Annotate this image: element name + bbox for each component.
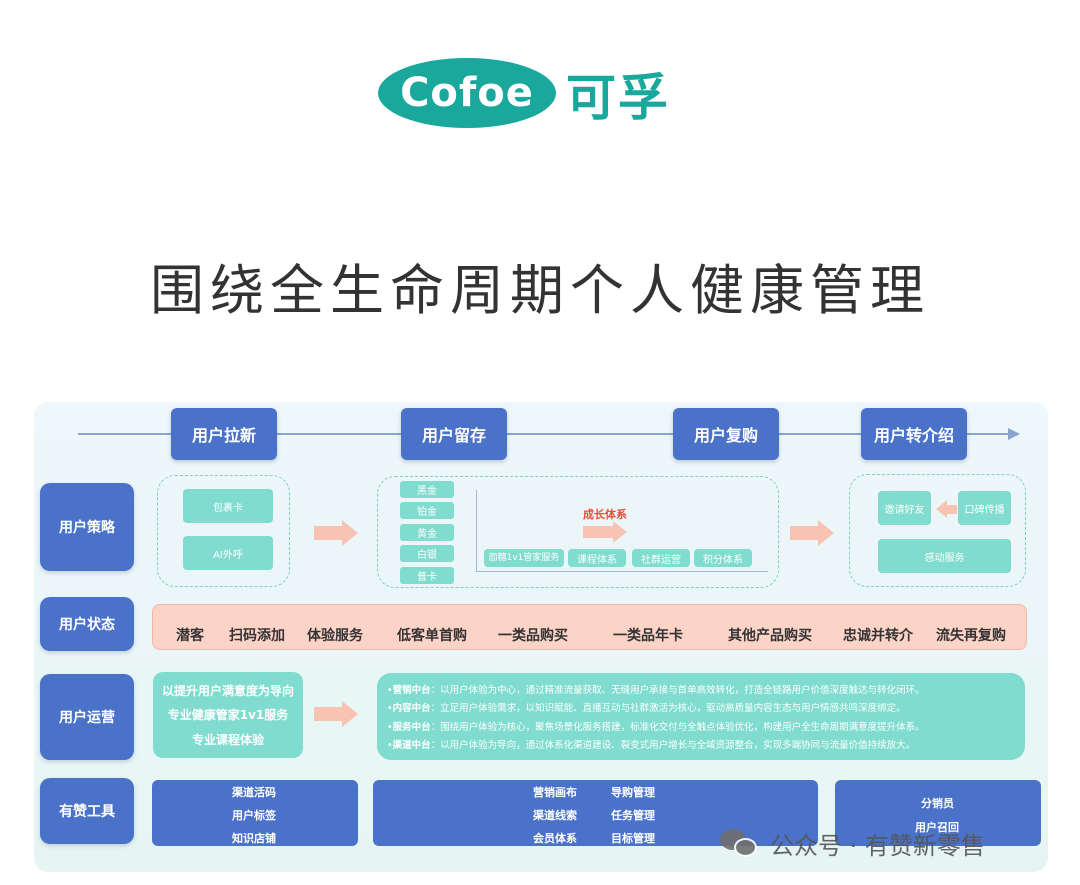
tool-item: 渠道活码 — [232, 786, 276, 799]
growth-arrow-icon — [583, 521, 627, 543]
touching-service-box: 感动服务 — [878, 539, 1011, 573]
acquisition-group — [157, 475, 290, 587]
ops-detail-line: •服务中台：围绕用户体验为核心，聚焦场景化服务搭建，标准化交付与全触点体验优化，… — [387, 721, 925, 733]
operations-details: •营销中台：以用户体验为中心，通过精准流量获取、无缝用户承接与首单高效转化，打造… — [377, 673, 1025, 760]
logo-text-cn: 可孚 — [566, 69, 670, 127]
flow-arrow-icon — [314, 520, 358, 546]
status-item: 潜客 — [176, 628, 204, 644]
status-item: 体验服务 — [307, 628, 363, 644]
tool-item: 会员体系 — [533, 832, 577, 845]
row-label-tools: 有赞工具 — [40, 778, 134, 844]
tools-box-left: 渠道活码 用户标签 知识店铺 — [152, 780, 358, 846]
timeline-arrow-icon — [1008, 428, 1020, 440]
referral-arrow-icon — [936, 500, 957, 518]
tier-gold: 黄金 — [400, 524, 454, 541]
tools-box-right: 分销员 用户召回 — [835, 780, 1041, 846]
service-community: 社群运营 — [632, 549, 690, 567]
tier-platinum: 铂金 — [400, 502, 454, 519]
status-item: 一类品购买 — [498, 628, 568, 644]
row-label-status: 用户状态 — [40, 597, 134, 651]
stage-repurchase: 用户复购 — [673, 408, 779, 460]
word-of-mouth-box: 口碑传播 — [958, 491, 1011, 525]
ops-detail-line: •内容中台：立足用户体验需求，以知识赋能、直播互动与社群激活为核心，驱动高质量内… — [387, 703, 906, 715]
status-bar — [152, 604, 1027, 650]
retention-group — [377, 476, 779, 588]
logo-badge: Cofoe — [378, 58, 556, 128]
tool-item: 任务管理 — [611, 809, 655, 822]
tool-item: 知识店铺 — [232, 832, 276, 845]
ops-left-line: 以提升用户满意度为导向 — [161, 683, 294, 698]
timeline-line — [78, 433, 1010, 435]
growth-system-label: 成长体系 — [583, 508, 627, 521]
tool-item: 渠道线索 — [533, 809, 577, 822]
flow-arrow-icon-3 — [314, 701, 358, 727]
tier-normal: 普卡 — [400, 567, 454, 584]
service-steward: 面糖1v1管家服务 — [484, 549, 564, 567]
row-label-strategy: 用户策略 — [40, 483, 134, 571]
ops-left-line: 专业课程体验 — [191, 733, 264, 748]
row-label-operations: 用户运营 — [40, 674, 134, 760]
referral-group — [849, 474, 1026, 587]
tool-item: 用户标签 — [232, 809, 276, 822]
tier-silver: 白银 — [400, 545, 454, 562]
stage-retention: 用户留存 — [401, 408, 507, 460]
watermark-text: 公众号 · 有赞新零售 — [770, 831, 985, 860]
tool-item: 营销画布 — [533, 786, 577, 799]
invite-friends-box: 邀请好友 — [878, 491, 931, 525]
tool-item: 导购管理 — [611, 786, 655, 799]
status-item: 低客单首购 — [397, 628, 467, 644]
ops-left-line: 专业健康管家1v1服务 — [167, 708, 289, 723]
tier-black-gold: 黑金 — [400, 481, 454, 498]
flow-arrow-icon-2 — [790, 520, 834, 546]
package-card-box: 包裹卡 — [183, 489, 273, 523]
status-item: 一类品年卡 — [613, 628, 683, 644]
operations-summary: 以提升用户满意度为导向 专业健康管家1v1服务 专业课程体验 — [153, 672, 303, 758]
status-item: 忠诚并转介 — [843, 628, 913, 644]
logo-text-en: Cofoe — [400, 70, 534, 116]
ops-detail-line: •渠道中台：以用户体验为导向，通过体系化渠道建设、裂变式用户增长与全域资源整合，… — [387, 739, 916, 751]
tool-item: 用户召回 — [915, 821, 959, 834]
service-courses: 课程体系 — [568, 549, 626, 567]
ai-call-box: AI外呼 — [183, 536, 273, 570]
watermark: 公众号 · 有赞新零售 — [720, 824, 985, 862]
status-item: 扫码添加 — [229, 628, 285, 644]
status-item: 流失再复购 — [936, 628, 1006, 644]
growth-axis-y — [476, 490, 477, 572]
tool-item: 分销员 — [921, 797, 954, 810]
stage-acquisition: 用户拉新 — [171, 408, 277, 460]
page-title: 围绕全生命周期个人健康管理 — [150, 259, 930, 322]
wechat-icon — [720, 827, 760, 859]
ops-detail-line: •营销中台：以用户体验为中心，通过精准流量获取、无缝用户承接与首单高效转化，打造… — [387, 685, 925, 697]
service-points: 积分体系 — [694, 549, 752, 567]
status-item: 其他产品购买 — [728, 628, 812, 644]
tool-item: 目标管理 — [611, 832, 655, 845]
stage-referral: 用户转介绍 — [861, 408, 967, 460]
growth-axis-x — [476, 571, 768, 572]
